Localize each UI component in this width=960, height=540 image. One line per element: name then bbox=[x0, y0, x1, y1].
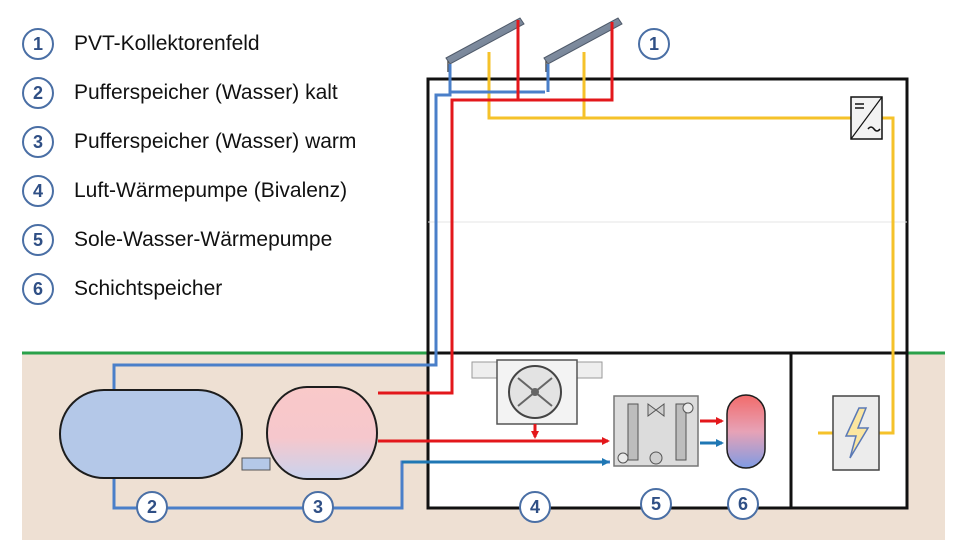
brine-cold-line bbox=[112, 64, 550, 392]
air-heat-pump bbox=[471, 359, 603, 425]
brine-water-heat-pump bbox=[613, 395, 699, 467]
pvt-collector-left bbox=[445, 17, 525, 72]
legend-label: Pufferspeicher (Wasser) warm bbox=[74, 130, 357, 153]
stratified-tank-number-badge: 6 bbox=[727, 488, 759, 520]
collector-number-badge: 1 bbox=[638, 28, 670, 60]
warm-buffer-tank bbox=[266, 386, 378, 480]
pvt-collector-right bbox=[543, 17, 623, 72]
warm-tank-number-badge: 3 bbox=[302, 491, 334, 523]
legend-label: Luft-Wärmepumpe (Bivalenz) bbox=[74, 179, 348, 202]
legend-number-badge: 2 bbox=[22, 77, 54, 109]
legend-number-badge: 5 bbox=[22, 224, 54, 256]
electric-box-lightning-icon bbox=[832, 395, 880, 471]
stratified-storage-tank bbox=[726, 394, 766, 469]
legend-number-badge: 6 bbox=[22, 273, 54, 305]
legend-label: Schichtspeicher bbox=[74, 277, 223, 300]
inverter-icon bbox=[850, 96, 883, 140]
legend-number-badge: 1 bbox=[22, 28, 54, 60]
legend-item: 5 Sole-Wasser-Wärmepumpe bbox=[22, 222, 332, 258]
brine-hot-line bbox=[378, 20, 614, 395]
brine-heat-pump-number-badge: 5 bbox=[640, 488, 672, 520]
cold-tank-number-badge: 2 bbox=[136, 491, 168, 523]
legend-label: Sole-Wasser-Wärmepumpe bbox=[74, 228, 333, 251]
legend-item: 4 Luft-Wärmepumpe (Bivalenz) bbox=[22, 173, 347, 209]
legend-label: PVT-Kollektorenfeld bbox=[74, 32, 260, 55]
power-line bbox=[487, 52, 895, 435]
legend-item: 6 Schichtspeicher bbox=[22, 271, 222, 307]
legend-item: 1 PVT-Kollektorenfeld bbox=[22, 26, 260, 62]
legend-item: 2 Pufferspeicher (Wasser) kalt bbox=[22, 75, 338, 111]
legend-number-badge: 3 bbox=[22, 126, 54, 158]
legend-label: Pufferspeicher (Wasser) kalt bbox=[74, 81, 338, 104]
legend-item: 3 Pufferspeicher (Wasser) warm bbox=[22, 124, 356, 160]
cold-buffer-tank bbox=[59, 389, 243, 479]
tank-connector bbox=[241, 457, 271, 471]
legend-number-badge: 4 bbox=[22, 175, 54, 207]
air-heat-pump-number-badge: 4 bbox=[519, 491, 551, 523]
